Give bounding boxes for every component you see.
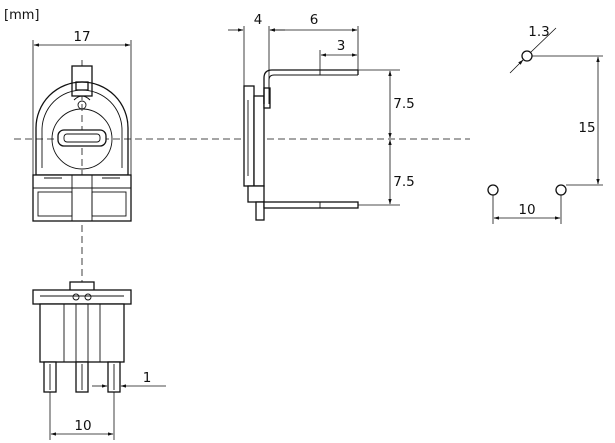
dim75-top-value: 7.5 (393, 96, 414, 112)
pitch-dimension-value: 10 (74, 418, 91, 434)
front-view: 17 (14, 29, 470, 310)
horizontal-dimension-value: 10 (518, 202, 535, 218)
hole-bottom-left (487, 184, 499, 196)
rotor-inner-ring (41, 89, 123, 168)
side-body-front (243, 85, 255, 187)
pcb-footprint: 1.3 15 10 (487, 24, 603, 224)
hole-dia-leader (530, 27, 557, 53)
lower-lead (263, 201, 359, 209)
adjustment-slot (57, 129, 107, 147)
side-foot (255, 201, 265, 221)
side-base (247, 185, 265, 203)
dim4-value: 4 (254, 12, 263, 28)
hole-bottom-right (555, 184, 567, 196)
wiper-hole (77, 100, 87, 110)
flange-rivet-left (72, 293, 80, 301)
top-tab-detail (75, 81, 89, 91)
dim75-bottom-value: 7.5 (393, 174, 414, 190)
upper-lead (263, 69, 358, 104)
upper-lead-inner (268, 74, 358, 104)
width-dimension-value: 17 (73, 29, 90, 45)
top-tab (71, 65, 93, 97)
wiper-arc (73, 95, 91, 101)
flange-rivet-right (84, 293, 92, 301)
hole-dia-arrow-in (509, 59, 524, 74)
base-block (32, 174, 132, 222)
rotor-housing (35, 81, 129, 176)
adjustment-slot-inner (63, 133, 101, 143)
dim3-value: 3 (337, 38, 346, 54)
unit-label: [mm] (4, 8, 39, 23)
hole-top (521, 50, 533, 62)
bottom-flange (32, 289, 132, 305)
hole-diameter-value: 1.3 (528, 24, 549, 40)
bottom-body (39, 303, 125, 363)
bottom-view: 1 10 (32, 281, 166, 440)
vertical-dimension-value: 15 (578, 120, 595, 136)
side-body-rear (253, 95, 265, 187)
dim6-value: 6 (310, 12, 319, 28)
side-view: 4 6 3 7.5 7.5 (228, 12, 415, 221)
pin-width-value: 1 (143, 370, 152, 386)
